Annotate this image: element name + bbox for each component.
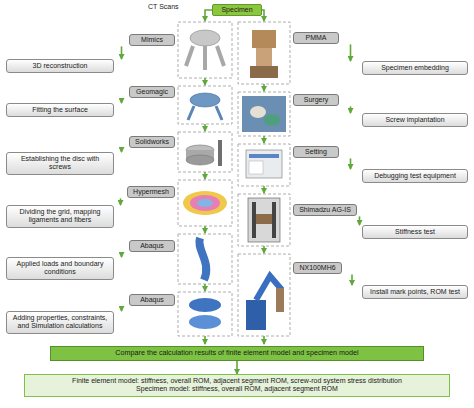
process-box: Fitting the surface [6, 103, 114, 117]
node-text: Adding properties, constraints, and Simu… [11, 314, 109, 331]
node-text: Install mark points, ROM test [367, 288, 463, 296]
start-box: Specimen [212, 4, 262, 16]
node-text: Specimen embedding [367, 64, 463, 72]
node-text: 3D reconstruction [11, 62, 109, 70]
software-tag: Shimadzu AG-IS [293, 204, 357, 216]
process-box: Stiffness test [362, 225, 468, 239]
software-tag: PMMA [293, 32, 339, 44]
connector-arrow [121, 306, 123, 311]
software-tag: NX100MH6 [293, 262, 342, 274]
node-text: Surgery [298, 96, 334, 104]
node-text: Shimadzu AG-IS [298, 206, 352, 214]
software-tag: Surgery [293, 94, 339, 106]
compare-box: Compare the calculation results of finit… [50, 346, 424, 361]
node-text: Establishing the disc with screws [11, 155, 109, 172]
connector-arrow [121, 98, 123, 103]
node-text: Stiffness test [367, 228, 463, 236]
source-label: CT Scans [148, 3, 179, 10]
node-text: Specimen [217, 6, 257, 14]
connector-arrow [350, 106, 352, 113]
process-box: Establishing the disc with screws [6, 152, 114, 175]
connector-arrow [351, 274, 353, 285]
node-text: Setting [298, 148, 334, 156]
node-text: Finite element model: stiffness, overall… [31, 377, 443, 385]
node-text: Abaqus [134, 242, 170, 250]
software-tag: Setting [293, 146, 339, 158]
node-text: Specimen model: stiffness, overall ROM, … [31, 385, 443, 393]
software-tag: Mimics [129, 34, 175, 46]
node-text: Mimics [134, 36, 170, 44]
process-box: Install mark points, ROM test [362, 285, 468, 299]
node-text: Solidworks [134, 138, 170, 146]
software-tag: Solidworks [129, 136, 175, 148]
connector-arrow [350, 44, 352, 61]
process-box: Specimen embedding [362, 61, 468, 75]
process-box: Adding properties, constraints, and Simu… [6, 311, 114, 334]
connector-arrow [121, 148, 123, 152]
node-text: Debugging test equipment [367, 172, 463, 180]
flow-arrows [205, 10, 264, 344]
process-box: Applied loads and boundary conditions [6, 257, 114, 280]
process-box: Screw implantation [362, 113, 468, 127]
connector-arrow [120, 198, 122, 205]
software-tag: Hypermesh [127, 186, 175, 198]
node-text: Dividing the grid, mapping ligaments and… [11, 208, 109, 225]
node-text: PMMA [298, 34, 334, 42]
process-box: Debugging test equipment [362, 169, 468, 183]
software-tag: Abaqus [129, 240, 175, 252]
software-tag: Abaqus [129, 294, 175, 306]
process-box: Dividing the grid, mapping ligaments and… [6, 205, 114, 228]
connector-arrow [359, 216, 361, 225]
connector-arrow [236, 361, 238, 374]
node-text: Abaqus [134, 296, 170, 304]
node-text: Screw implantation [367, 116, 463, 124]
result-box: Finite element model: stiffness, overall… [24, 374, 450, 397]
node-text: Fitting the surface [11, 106, 109, 114]
software-tag: Geomagic [129, 86, 175, 98]
connector-arrow [350, 158, 352, 169]
node-text: Applied loads and boundary conditions [11, 260, 109, 277]
node-text: Geomagic [134, 88, 170, 96]
connector-arrow [121, 46, 123, 59]
image-frames [178, 22, 290, 336]
node-text: NX100MH6 [298, 264, 337, 272]
node-text: Hypermesh [132, 188, 170, 196]
node-text: Compare the calculation results of finit… [57, 349, 417, 358]
connector-arrow [121, 252, 123, 257]
process-box: 3D reconstruction [6, 59, 114, 73]
model-pictures [183, 30, 286, 330]
